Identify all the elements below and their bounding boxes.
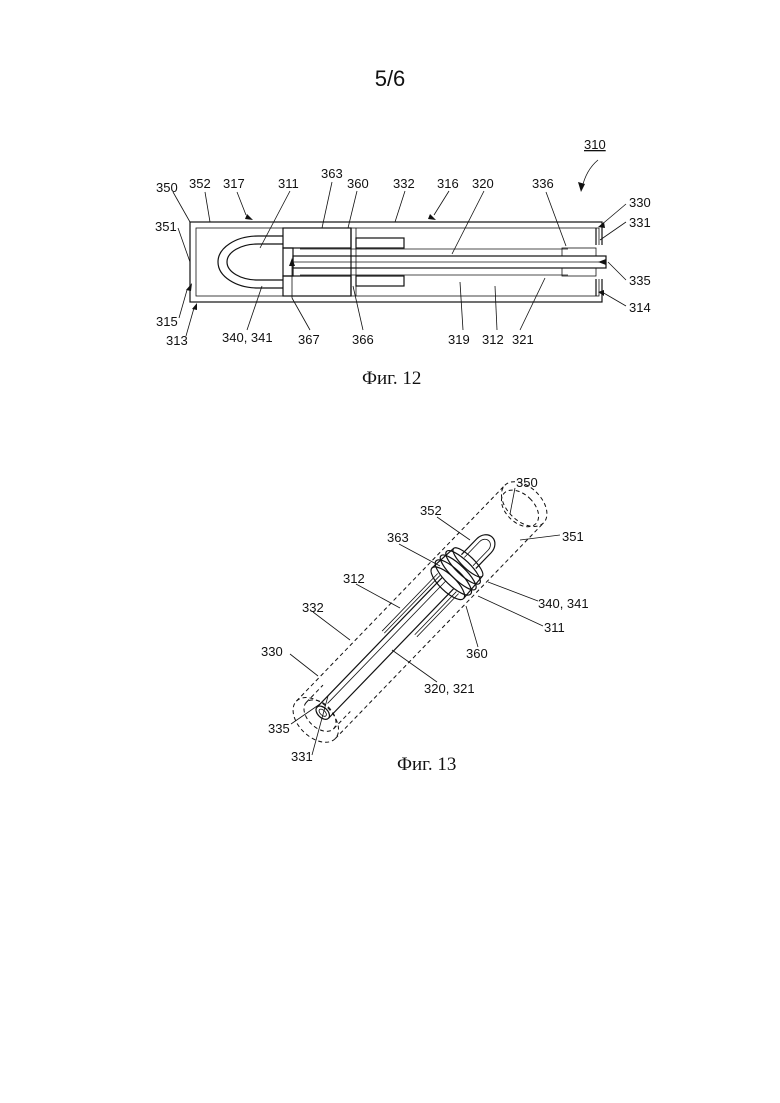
fig12-label-315: 315: [156, 314, 178, 329]
fig12-caption: Фиг. 12: [362, 368, 421, 390]
fig12-label-321: 321: [512, 332, 534, 347]
fig12-label-330: 330: [629, 195, 651, 210]
fig12-leg-lower: [356, 276, 404, 286]
fig12-label-316: 316: [437, 176, 459, 191]
fig12-label-319: 319: [448, 332, 470, 347]
fig12-u-tube-inner: [227, 244, 283, 280]
fig12-label-363: 363: [321, 166, 343, 181]
fig12-leg-upper: [356, 238, 404, 248]
fig12-label-317: 317: [223, 176, 245, 191]
fig12-label-314: 314: [629, 300, 651, 315]
fig13-probe-edge-b: [329, 589, 454, 718]
fig13-label-340-341: 340, 341: [538, 596, 589, 611]
fig13-label-351: 351: [562, 529, 584, 544]
fig12-label-332: 332: [393, 176, 415, 191]
fig13-caption: Фиг. 13: [397, 754, 456, 776]
fig12-section-view: 310 350 352 317 311 363 360 332 316 320 …: [155, 137, 651, 348]
fig12-label-312: 312: [482, 332, 504, 347]
fig12-label-367: 367: [298, 332, 320, 347]
fig13-label-320-321: 320, 321: [424, 681, 475, 696]
fig12-label-351: 351: [155, 219, 177, 234]
fig12-label-331: 331: [629, 215, 651, 230]
fig12-label-313: 313: [166, 333, 188, 348]
fig12-ref-310: 310: [584, 137, 606, 152]
fig13-label-331: 331: [291, 749, 313, 764]
fig13-label-350: 350: [516, 475, 538, 490]
fig12-label-336: 336: [532, 176, 554, 191]
fig13-label-360: 360: [466, 646, 488, 661]
fig12-label-350: 350: [156, 180, 178, 195]
fig13-label-312: 312: [343, 571, 365, 586]
fig12-seal-lower: [283, 276, 351, 296]
fig13-perspective-view: 350 352 351 363 312 340, 341 332 311 360…: [261, 473, 589, 764]
fig12-label-340-341: 340, 341: [222, 330, 273, 345]
fig13-label-332: 332: [302, 600, 324, 615]
fig12-label-320: 320: [472, 176, 494, 191]
fig12-label-311: 311: [278, 176, 299, 191]
fig13-housing-side-a: [296, 485, 504, 701]
fig13-label-311: 311: [544, 620, 565, 635]
fig13-u-tube: [461, 530, 499, 568]
fig12-label-360: 360: [347, 176, 369, 191]
fig12-seal-upper: [283, 228, 351, 248]
fig13-label-335: 335: [268, 721, 290, 736]
fig13-label-363: 363: [387, 530, 409, 545]
fig12-label-366: 366: [352, 332, 374, 347]
fig13-label-352: 352: [420, 503, 442, 518]
fig13-label-330: 330: [261, 644, 283, 659]
fig13-housing-side-b: [335, 523, 543, 739]
fig12-label-335: 335: [629, 273, 651, 288]
fig12-label-352: 352: [189, 176, 211, 191]
